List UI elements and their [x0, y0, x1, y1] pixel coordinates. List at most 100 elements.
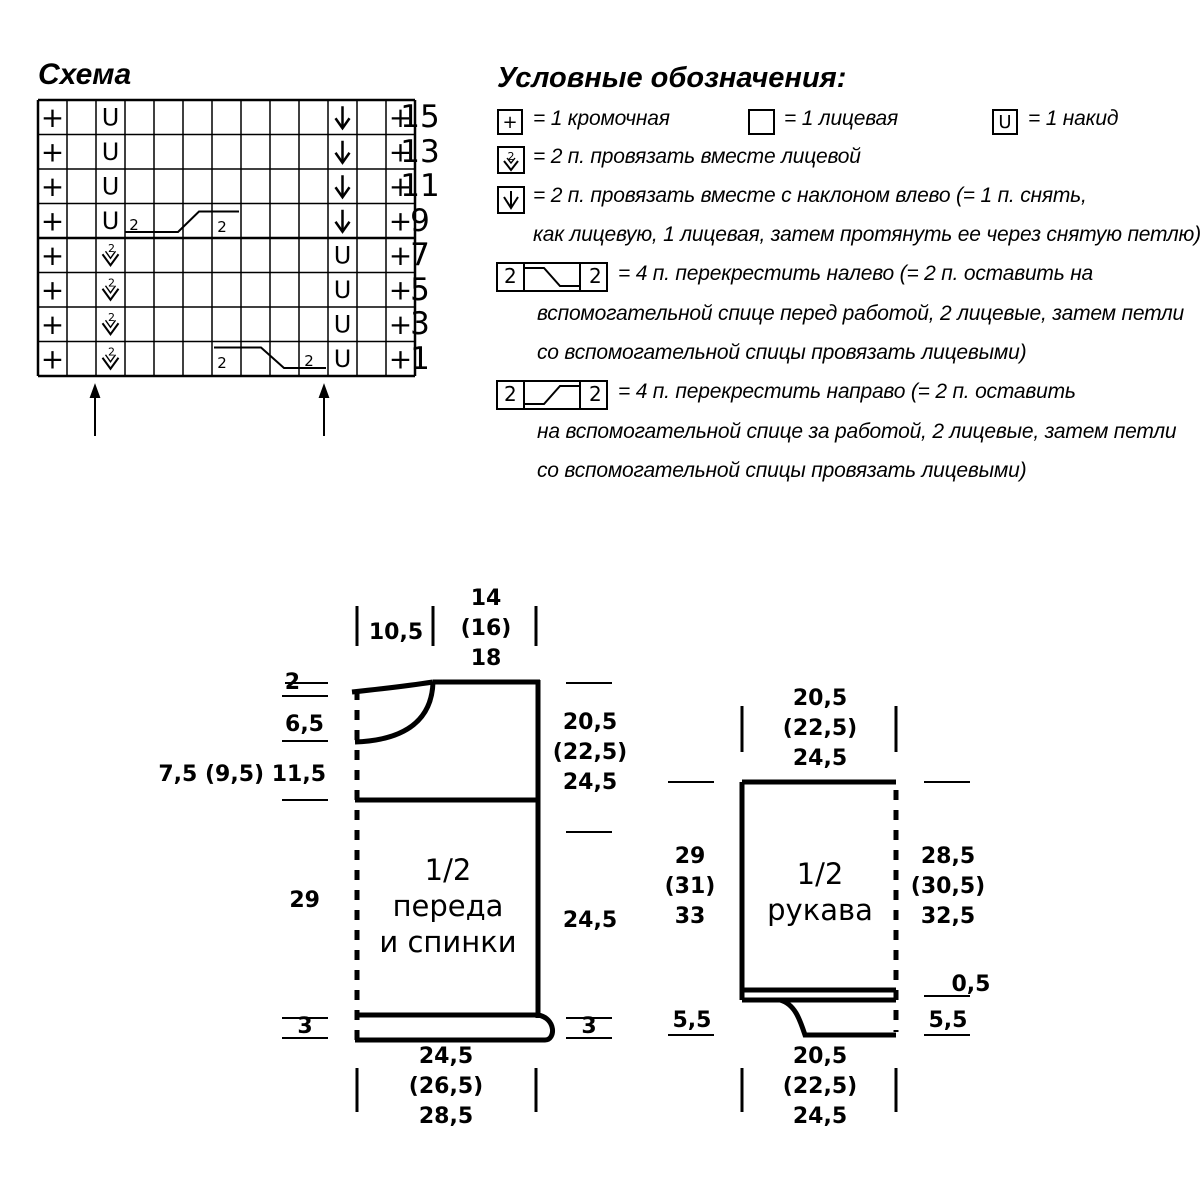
row-number: 1	[410, 340, 430, 377]
dim-top-width: 14 (16) 18	[440, 584, 532, 674]
cable-left-icon	[214, 346, 326, 369]
edge-stitch-symbol: +	[41, 342, 64, 375]
dim-sleeve-cuff-left: 5,5	[672, 1008, 712, 1033]
body-label-line1: 1/2	[424, 853, 472, 887]
cable-right-icon	[125, 210, 239, 233]
legend-symbol-yarn-over: U	[992, 109, 1018, 135]
cable-left-number: 2	[217, 354, 227, 372]
dim-sleeve-right-a: 28,5	[920, 844, 976, 869]
edge-stitch-symbol: +	[41, 239, 64, 272]
cable-right-icon	[496, 380, 608, 410]
k2tog-icon: 2	[108, 311, 115, 324]
edge-stitch-symbol: +	[41, 101, 64, 134]
dim-sleeve-length-left: 29 (31) 33	[660, 842, 720, 932]
legend-text-k2tog: = 2 п. провязать вместе лицевой	[533, 145, 861, 168]
sleeve-label-line1: 1/2	[796, 857, 844, 891]
dim-top-left: 10,5	[368, 620, 424, 645]
k2tog-icon: 2	[108, 276, 115, 289]
cable-left-number-left: 2	[504, 264, 517, 288]
yarn-over-symbol: U	[102, 172, 120, 200]
dim-top-a: 14	[470, 586, 502, 611]
row-number: 11	[400, 168, 440, 204]
row-number: 13	[400, 133, 440, 170]
dim-sleeve-top-a: 20,5	[792, 686, 848, 711]
yarn-over-symbol: U	[102, 138, 120, 166]
legend-symbol-edge: +	[497, 109, 523, 135]
dim-sleeve-left-b: (31)	[664, 874, 716, 899]
dim-sleeve-bottom-a: 20,5	[792, 1044, 848, 1069]
row-number: 7	[410, 237, 430, 273]
body-label-line2: переда	[392, 889, 504, 923]
body-piece-label: 1/2 переда и спинки	[360, 852, 536, 960]
yarn-over-symbol: U	[334, 241, 352, 269]
row-number: 9	[410, 202, 430, 239]
cable-right-number-right: 2	[589, 382, 602, 406]
dim-sleeve-cuff-right: 5,5	[928, 1008, 968, 1033]
edge-stitch-symbol: +	[41, 273, 64, 306]
legend-text-cable-left-cont1: вспомогательной спице перед работой, 2 л…	[537, 302, 1185, 325]
yarn-over-symbol: U	[334, 345, 352, 373]
arrow-down-icon	[334, 152, 351, 165]
dim-bottom-a: 24,5	[418, 1044, 474, 1069]
cable-left-number: 2	[304, 352, 314, 370]
legend-text-cable-left: = 4 п. перекрестить налево (= 2 п. остав…	[618, 262, 1094, 285]
sleeve-piece-label: 1/2 рукава	[745, 856, 895, 928]
yarn-over-symbol: U	[102, 103, 120, 131]
dim-hem-left: 3	[297, 1014, 313, 1039]
yarn-over-symbol: U	[102, 207, 120, 235]
legend-symbol-knit	[748, 109, 775, 135]
dim-sleeve-length-right: 28,5 (30,5) 32,5	[906, 842, 990, 932]
edge-stitch-symbol: +	[41, 204, 64, 237]
k2tog-icon	[101, 322, 120, 336]
dim-neck-height: 6,5	[285, 712, 324, 737]
edge-stitch-symbol: +	[389, 204, 412, 237]
dim-sleeve-bottom-b: (22,5)	[782, 1074, 858, 1099]
dim-sleeve-bottom: 20,5 (22,5) 24,5	[774, 1042, 866, 1132]
legend-text-cable-right: = 4 п. перекрестить направо (= 2 п. оста…	[618, 380, 1076, 403]
k2tog-icon	[104, 285, 117, 294]
sleeve-label-line2: рукава	[767, 893, 873, 927]
k2tog-icon	[101, 253, 120, 267]
legend-title: Условные обозначения:	[497, 62, 847, 94]
dim-neck-depth: 2	[284, 670, 300, 695]
dim-sleeve-left-c: 33	[674, 904, 706, 929]
dim-top-b: (16)	[460, 616, 512, 641]
legend-text-ssk: = 2 п. провязать вместе с наклоном влево…	[533, 184, 1087, 207]
k2tog-icon	[104, 250, 117, 260]
dim-bottom-width: 24,5 (26,5) 28,5	[400, 1042, 492, 1132]
edge-stitch-symbol: +	[389, 135, 412, 168]
dim-hem-right: 3	[581, 1014, 597, 1039]
dim-armhole-right: 20,5 (22,5) 24,5	[548, 708, 632, 798]
legend-text-ssk-cont: как лицевую, 1 лицевая, затем протянуть …	[533, 223, 1200, 246]
edge-stitch-symbol: +	[41, 308, 64, 341]
dim-bottom-c: 28,5	[418, 1104, 474, 1129]
k2tog-icon: 2	[108, 345, 115, 358]
dim-sleeve-right-c: 32,5	[920, 904, 976, 929]
dim-top-c: 18	[470, 646, 502, 671]
arrow-down-icon	[334, 186, 351, 200]
dim-sleeve-top-b: (22,5)	[782, 716, 858, 741]
k2tog-icon	[101, 288, 120, 302]
k2tog-icon: 2	[497, 146, 525, 174]
k2tog-icon	[104, 354, 117, 363]
svg-text:2: 2	[508, 150, 515, 163]
edge-stitch-symbol: +	[41, 135, 64, 168]
body-label-line3: и спинки	[379, 925, 517, 959]
edge-stitch-symbol: +	[389, 308, 412, 341]
dim-armhole-right-a: 20,5	[562, 710, 618, 735]
legend-text-cable-right-cont1: на вспомогательной спице за работой, 2 л…	[537, 420, 1177, 443]
row-number: 15	[400, 99, 440, 135]
dim-armhole-right-b: (22,5)	[552, 740, 628, 765]
arrow-down-icon	[497, 186, 525, 214]
edge-stitch-symbol: +	[389, 239, 412, 272]
dim-sleeve-left-a: 29	[674, 844, 706, 869]
dim-sleeve-right-b: (30,5)	[910, 874, 986, 899]
legend-text-yarn-over: = 1 накид	[1028, 107, 1119, 130]
cable-right-number-left: 2	[504, 382, 517, 406]
body-schematic	[282, 606, 970, 1112]
edge-stitch-symbol: +	[389, 273, 412, 306]
edge-stitch-symbol: +	[389, 101, 412, 134]
repeat-arrows	[89, 383, 330, 436]
dim-sleeve-bottom-c: 24,5	[792, 1104, 848, 1129]
dim-armhole-left: 7,5 (9,5) 11,5	[158, 762, 326, 787]
